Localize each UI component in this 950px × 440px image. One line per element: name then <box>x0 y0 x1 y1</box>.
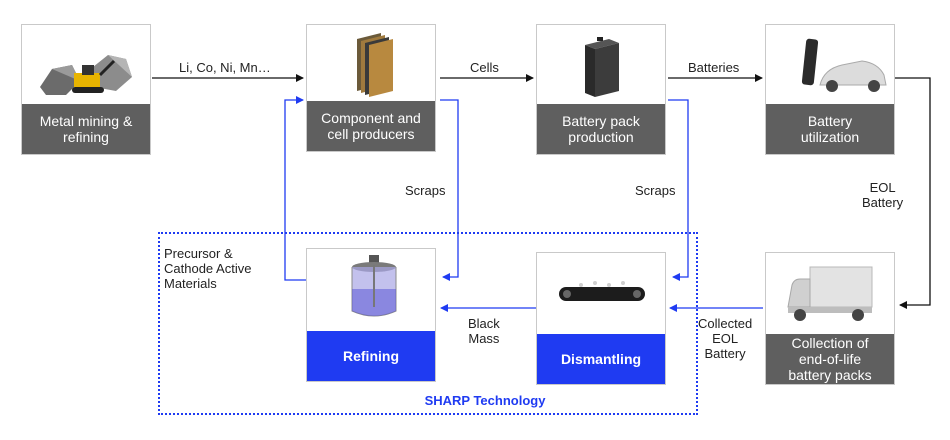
node-battery-pack-production: Battery pack production <box>536 24 666 155</box>
node-dismantling: Dismantling <box>536 252 666 385</box>
arrow-utilization-to-collection <box>895 77 931 309</box>
node-collection-eol-packs-label: Collection of end-of-life battery packs <box>766 334 894 384</box>
battery-pack-icon <box>537 25 665 101</box>
sharp-technology-title: SHARP Technology <box>424 393 546 408</box>
node-refining-label: Refining <box>307 331 435 381</box>
node-battery-utilization: Battery utilization <box>765 24 895 155</box>
node-battery-utilization-label: Battery utilization <box>766 104 894 154</box>
node-dismantling-label: Dismantling <box>537 334 665 384</box>
label-collected-eol-battery: Collected EOL Battery <box>698 316 753 361</box>
conveyor-belt-icon <box>537 253 665 329</box>
node-metal-mining-label: Metal mining & refining <box>22 104 150 154</box>
label-black-mass: Black Mass <box>468 316 500 346</box>
arrow-scraps-pack <box>668 99 689 281</box>
label-cells: Cells <box>470 60 499 75</box>
node-component-cell-producers: Component and cell producers <box>306 24 436 152</box>
reactor-vessel-icon <box>307 249 435 325</box>
arrow-scraps-component <box>440 99 459 281</box>
electrode-sheets-icon <box>307 25 435 101</box>
node-battery-pack-production-label: Battery pack production <box>537 104 665 154</box>
node-metal-mining: Metal mining & refining <box>21 24 151 155</box>
label-batteries: Batteries <box>688 60 740 75</box>
sharp-technology-region <box>158 232 698 415</box>
label-scraps-component: Scraps <box>405 183 446 198</box>
node-collection-eol-packs: Collection of end-of-life battery packs <box>765 252 895 385</box>
node-refining: Refining <box>306 248 436 382</box>
label-raw-metals: Li, Co, Ni, Mn… <box>179 60 271 75</box>
label-eol-battery: EOL Battery <box>862 180 904 210</box>
label-precursor-cathode: Precursor & Cathode Active Materials <box>164 246 252 291</box>
label-scraps-pack: Scraps <box>635 183 676 198</box>
arrow-refining-to-component <box>284 96 306 281</box>
phone-and-car-icon <box>766 25 894 101</box>
ore-and-excavator-icon <box>22 25 150 101</box>
truck-icon <box>766 253 894 329</box>
node-component-cell-producers-label: Component and cell producers <box>307 101 435 151</box>
